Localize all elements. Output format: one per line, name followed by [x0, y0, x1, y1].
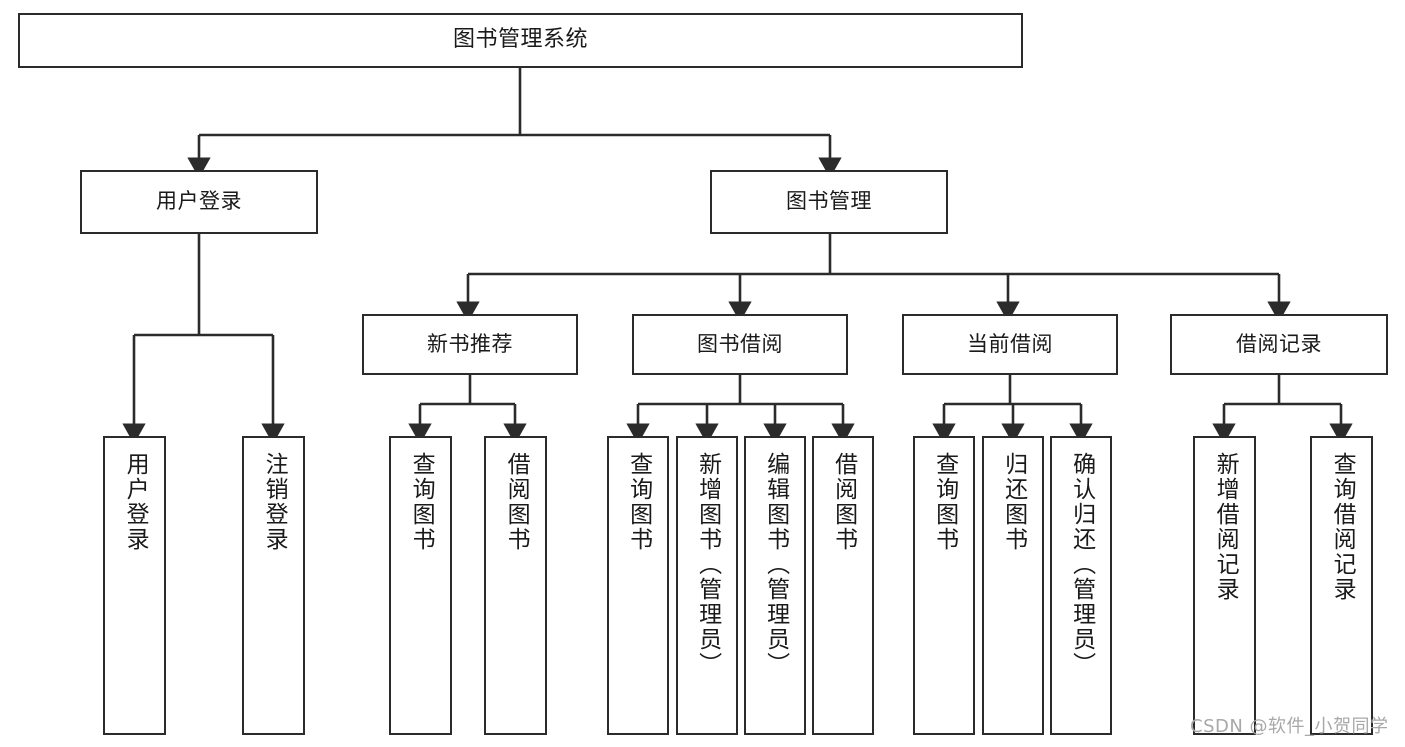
- node-root-label: 图书管理系统: [452, 27, 588, 53]
- node-level2-book-borrow[interactable]: 图书借阅: [632, 314, 848, 375]
- node-label: 用户登录: [156, 189, 242, 214]
- node-level2-borrow-records[interactable]: 借阅记录: [1170, 314, 1388, 375]
- leaf-add-borrow-record[interactable]: 新增借阅记录: [1193, 436, 1256, 735]
- leaf-label: 查询图书: [931, 452, 958, 552]
- node-label: 借阅记录: [1236, 331, 1322, 356]
- leaf-confirm-return-admin[interactable]: 确认归还（管理员）: [1050, 436, 1112, 735]
- leaf-borrow-book-bb[interactable]: 借阅图书: [812, 436, 874, 735]
- leaf-edit-book-admin[interactable]: 编辑图书（管理员）: [744, 436, 806, 735]
- watermark: CSDN @软件_小贺同学: [1190, 716, 1389, 737]
- leaf-label: 查询图书: [625, 452, 652, 552]
- leaf-logout[interactable]: 注销登录: [242, 436, 305, 735]
- leaf-label: 用户登录: [122, 452, 149, 552]
- leaf-label: 查询借阅记录: [1329, 452, 1356, 602]
- node-label: 新书推荐: [427, 331, 513, 356]
- node-level2-new-book-recommend[interactable]: 新书推荐: [362, 314, 578, 375]
- leaf-label: 确认归还（管理员）: [1068, 452, 1095, 677]
- leaf-borrow-book-nb[interactable]: 借阅图书: [484, 436, 547, 735]
- leaf-query-borrow-record[interactable]: 查询借阅记录: [1310, 436, 1373, 735]
- leaf-query-book-bb[interactable]: 查询图书: [607, 436, 669, 735]
- leaf-label: 编辑图书（管理员）: [762, 452, 789, 677]
- leaf-query-book-nb[interactable]: 查询图书: [389, 436, 452, 735]
- leaf-label: 查询图书: [408, 452, 435, 552]
- leaf-label: 新增图书（管理员）: [694, 452, 721, 677]
- node-label: 图书管理: [786, 189, 872, 214]
- node-label: 当前借阅: [967, 331, 1053, 356]
- node-root[interactable]: 图书管理系统: [18, 13, 1023, 68]
- leaf-label: 新增借阅记录: [1212, 452, 1239, 602]
- leaf-return-book[interactable]: 归还图书: [982, 436, 1044, 735]
- leaf-add-book-admin[interactable]: 新增图书（管理员）: [676, 436, 738, 735]
- node-level1-book-manage[interactable]: 图书管理: [710, 170, 948, 234]
- node-level2-current-borrow[interactable]: 当前借阅: [902, 314, 1118, 375]
- node-level1-user-login[interactable]: 用户登录: [80, 170, 318, 234]
- node-label: 图书借阅: [697, 331, 783, 356]
- leaf-label: 归还图书: [1000, 452, 1027, 552]
- leaf-user-login[interactable]: 用户登录: [103, 436, 166, 735]
- leaf-label: 借阅图书: [830, 452, 857, 552]
- leaf-label: 注销登录: [261, 452, 288, 552]
- leaf-label: 借阅图书: [503, 452, 530, 552]
- leaf-query-book-cb[interactable]: 查询图书: [913, 436, 975, 735]
